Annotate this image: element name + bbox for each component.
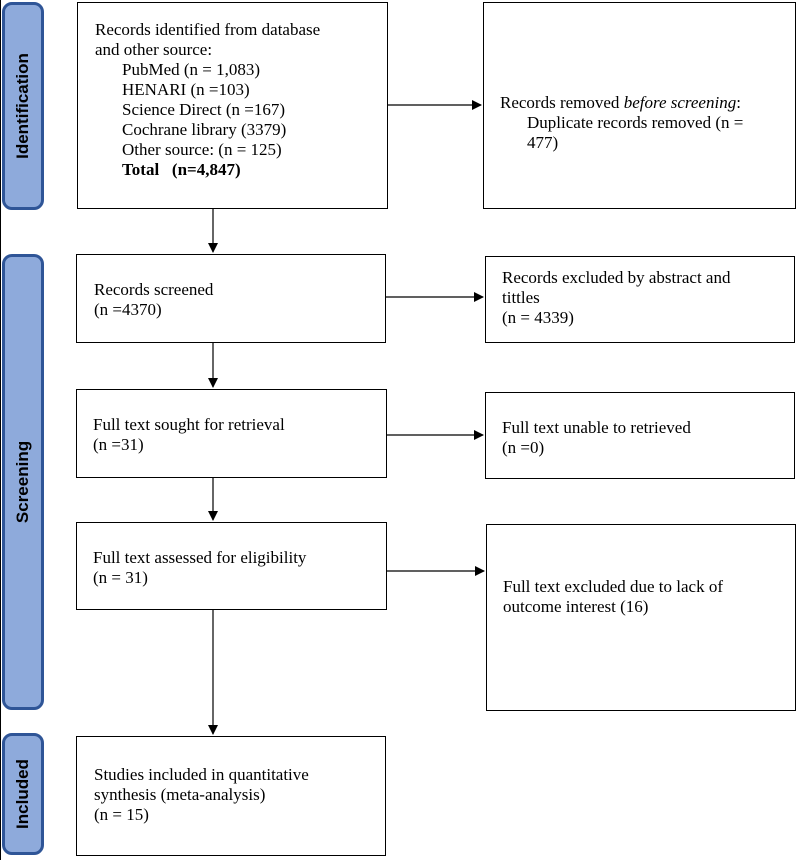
source-cochrane: Cochrane library (3379) xyxy=(122,120,287,139)
identified-intro-line1: Records identified from database xyxy=(95,20,321,39)
identified-total: Total (n=4,847) xyxy=(95,160,379,180)
screened-line2: (n =4370) xyxy=(94,300,162,319)
phase-identification: Identification xyxy=(2,2,44,210)
excluded-abstract-line3: (n = 4339) xyxy=(502,308,574,327)
excluded-abstract-line2: tittles xyxy=(502,288,540,307)
identified-total-label: Total xyxy=(122,160,160,179)
included-line3: (n = 15) xyxy=(94,805,149,824)
sought-line1: Full text sought for retrieval xyxy=(93,415,285,434)
full-text-assessed-box: Full text assessed for eligibility (n = … xyxy=(76,522,387,610)
phase-screening-label: Screening xyxy=(13,440,33,524)
assessed-line1: Full text assessed for eligibility xyxy=(93,548,307,567)
records-identified-box: Records identified from database and oth… xyxy=(77,2,388,209)
sought-line2: (n =31) xyxy=(93,435,144,454)
assessed-line2: (n = 31) xyxy=(93,568,148,587)
full-text-unable-box: Full text unable to retrieved (n =0) xyxy=(485,392,795,479)
records-excluded-abstract-box: Records excluded by abstract and tittles… xyxy=(485,256,795,343)
identified-total-value: (n=4,847) xyxy=(171,160,241,179)
removed-line2: Duplicate records removed (n = xyxy=(527,113,744,132)
unable-line1: Full text unable to retrieved xyxy=(502,418,691,437)
included-line2: synthesis (meta-analysis) xyxy=(94,785,266,804)
removed-line3: 477) xyxy=(527,133,559,152)
source-science-direct: Science Direct (n =167) xyxy=(122,100,285,119)
studies-included-box: Studies included in quantitative synthes… xyxy=(76,736,386,856)
source-pubmed: PubMed (n = 1,083) xyxy=(122,60,261,79)
included-line1: Studies included in quantitative xyxy=(94,765,309,784)
full-text-excluded-box: Full text excluded due to lack of outcom… xyxy=(486,524,796,711)
unable-line2: (n =0) xyxy=(502,438,545,457)
source-henari: HENARI (n =103) xyxy=(122,80,250,99)
removed-line1-suffix: : xyxy=(736,93,741,112)
phase-included: Included xyxy=(2,733,44,855)
phase-included-label: Included xyxy=(13,759,32,829)
removed-line1: Records removed before screening: xyxy=(500,93,789,113)
identified-intro-line2: and other source: xyxy=(95,40,213,59)
removed-line1-italic: before screening xyxy=(623,93,737,112)
records-removed-box: Records removed before screening: Duplic… xyxy=(483,2,796,209)
records-screened-box: Records screened (n =4370) xyxy=(76,254,386,343)
phase-identification-label: Identification xyxy=(13,53,32,159)
excluded-fulltext-line1: Full text excluded due to lack of xyxy=(503,577,723,596)
full-text-sought-box: Full text sought for retrieval (n =31) xyxy=(76,389,387,478)
source-other: Other source: (n = 125) xyxy=(122,140,282,159)
phase-screening: Screening xyxy=(2,254,44,710)
excluded-abstract-line1: Records excluded by abstract and xyxy=(502,268,731,287)
removed-line1-prefix: Records removed xyxy=(500,93,624,112)
screened-line1: Records screened xyxy=(94,280,214,299)
excluded-fulltext-line2: outcome interest (16) xyxy=(503,597,649,616)
